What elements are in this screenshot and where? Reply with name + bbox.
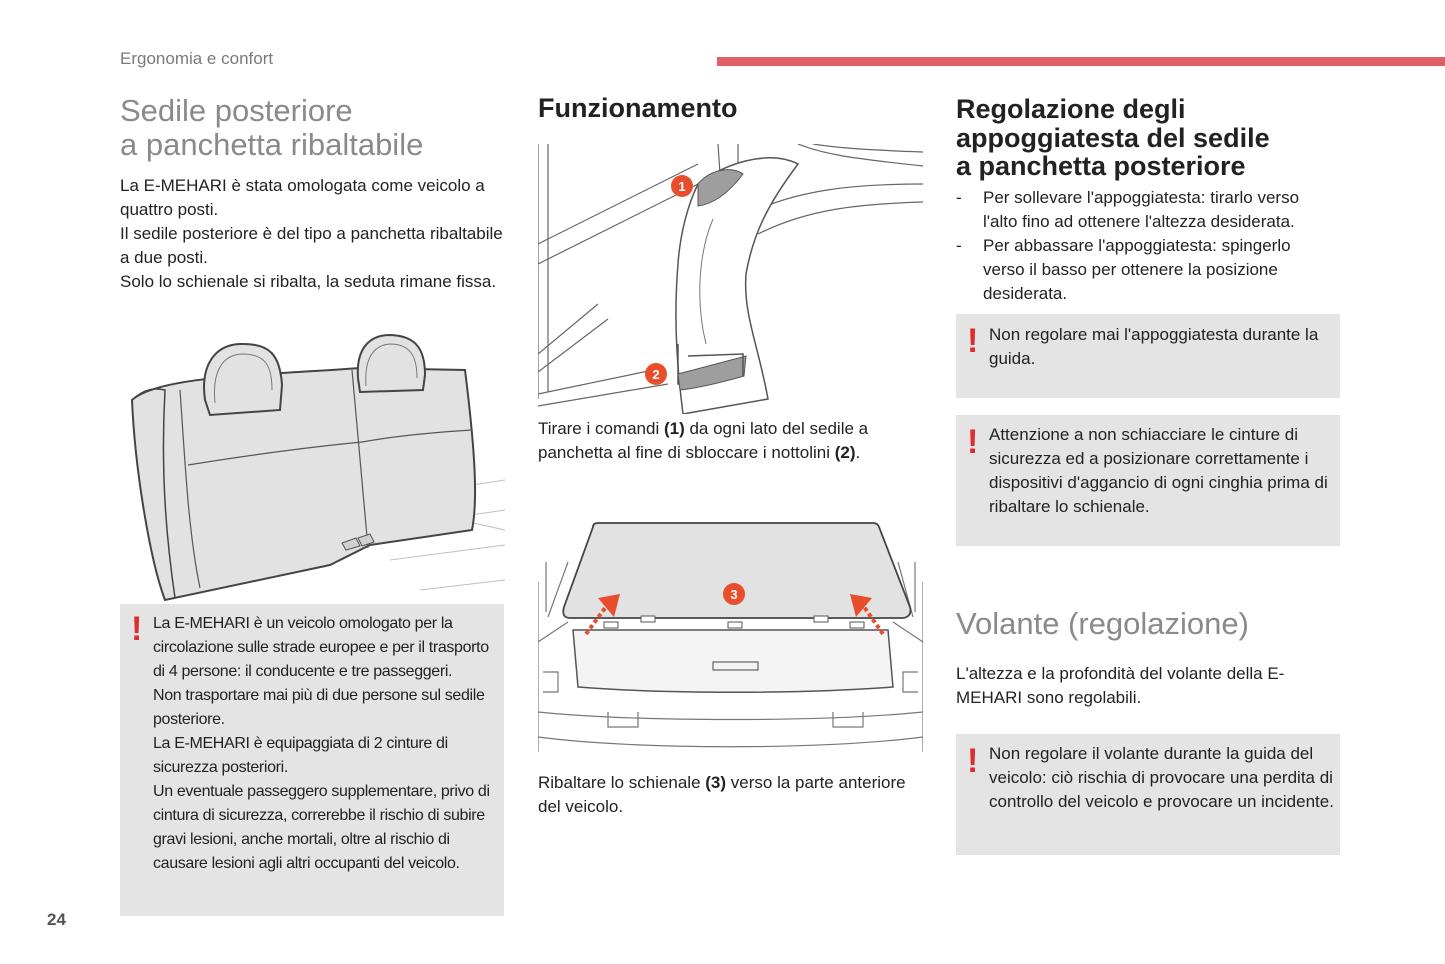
warning-icon: !: [967, 423, 979, 461]
rear-seat-intro: La E-MEHARI è stata omologata come veico…: [120, 174, 505, 294]
warning-paragraph: Non trasportare mai più di due persone s…: [153, 687, 485, 728]
warning-paragraph: La E-MEHARI è equipaggiata di 2 cinture …: [153, 735, 448, 776]
warning-text: Non regolare mai l'appoggiatesta durante…: [989, 325, 1319, 368]
section-header: Ergonomia e confort: [120, 49, 274, 68]
list-item-text: Per abbassare l'appoggiatesta: spingerlo…: [983, 236, 1291, 303]
warning-icon: !: [967, 742, 979, 780]
callout-3: 3: [730, 587, 737, 602]
caption-ref-2: (2): [834, 443, 856, 462]
rear-seat-title-line: a panchetta ribaltabile: [120, 127, 424, 162]
headrest-title-line: appoggiatesta del sedile: [956, 122, 1270, 153]
warning-text: Non regolare il volante durante la guida…: [989, 744, 1334, 811]
warning-text: La E-MEHARI è un veicolo omologato per l…: [153, 612, 499, 876]
steering-wheel-paragraph: L'altezza e la profondità del volante de…: [956, 664, 1285, 707]
caption-text: Tirare i comandi: [538, 419, 664, 438]
list-item-text: Per sollevare l'appoggiatesta: tirarlo v…: [983, 188, 1300, 231]
rear-seat-title: Sedile posteriore a panchetta ribaltabil…: [120, 94, 510, 162]
release-controls-caption: Tirare i comandi (1) da ogni lato del se…: [538, 417, 923, 465]
operation-title: Funzionamento: [538, 93, 738, 123]
callout-2: 2: [652, 367, 659, 382]
list-item: - Per abbassare l'appoggiatesta: spingerl…: [956, 234, 1336, 306]
intro-paragraph: La E-MEHARI è stata omologata come veico…: [120, 176, 485, 219]
warning-icon: !: [131, 610, 143, 648]
warning-paragraph: Un eventuale passeggero supplementare, p…: [153, 783, 490, 872]
fold-backrest-illustration: 3: [538, 522, 923, 757]
header-accent-bar: [717, 57, 1445, 66]
caption-ref-1: (1): [663, 419, 685, 438]
callout-1: 1: [678, 179, 685, 194]
release-controls-illustration: 1 2: [538, 144, 923, 414]
headrest-warning: ! Non regolare mai l'appoggiatesta duran…: [956, 314, 1340, 398]
caption-ref-3: (3): [705, 773, 727, 792]
list-dash: -: [956, 236, 962, 255]
warning-icon: !: [967, 322, 979, 360]
caption-text: verso la parte anteriore del veicolo.: [538, 773, 906, 816]
intro-paragraph: Il sedile posteriore è del tipo a panche…: [120, 224, 503, 267]
list-item: - Per sollevare l'appoggiatesta: tirarlo …: [956, 186, 1336, 234]
headrest-title-line: Regolazione degli: [956, 94, 1186, 124]
headrest-title-line: a panchetta posteriore: [956, 151, 1246, 181]
seatbelt-warning: ! Attenzione a non schiacciare le cintur…: [956, 415, 1340, 546]
steering-wheel-title: Volante (regolazione): [956, 606, 1249, 641]
headrest-title: Regolazione degli appoggiatesta del sedi…: [956, 95, 1346, 181]
caption-text: Ribaltare lo schienale: [538, 773, 706, 792]
rear-seat-illustration: [120, 330, 505, 602]
headrest-instructions: - Per sollevare l'appoggiatesta: tirarlo …: [956, 186, 1336, 306]
list-dash: -: [956, 188, 962, 207]
warning-text: Attenzione a non schiacciare le cinture …: [989, 425, 1328, 516]
rear-seat-title-line: Sedile posteriore: [120, 93, 353, 128]
fold-backrest-caption: Ribaltare lo schienale (3) verso la part…: [538, 771, 923, 819]
intro-paragraph: Solo lo schienale si ribalta, la seduta …: [120, 272, 497, 291]
page-number: 24: [47, 910, 66, 929]
passenger-limit-warning: ! La E-MEHARI è un veicolo omologato per…: [120, 604, 504, 916]
caption-text: .: [855, 443, 861, 462]
steering-wheel-warning: ! Non regolare il volante durante la gui…: [956, 734, 1340, 855]
caption-text: da ogni lato del sedile a panchetta al f…: [538, 419, 869, 462]
warning-paragraph: La E-MEHARI è un veicolo omologato per l…: [153, 615, 489, 680]
